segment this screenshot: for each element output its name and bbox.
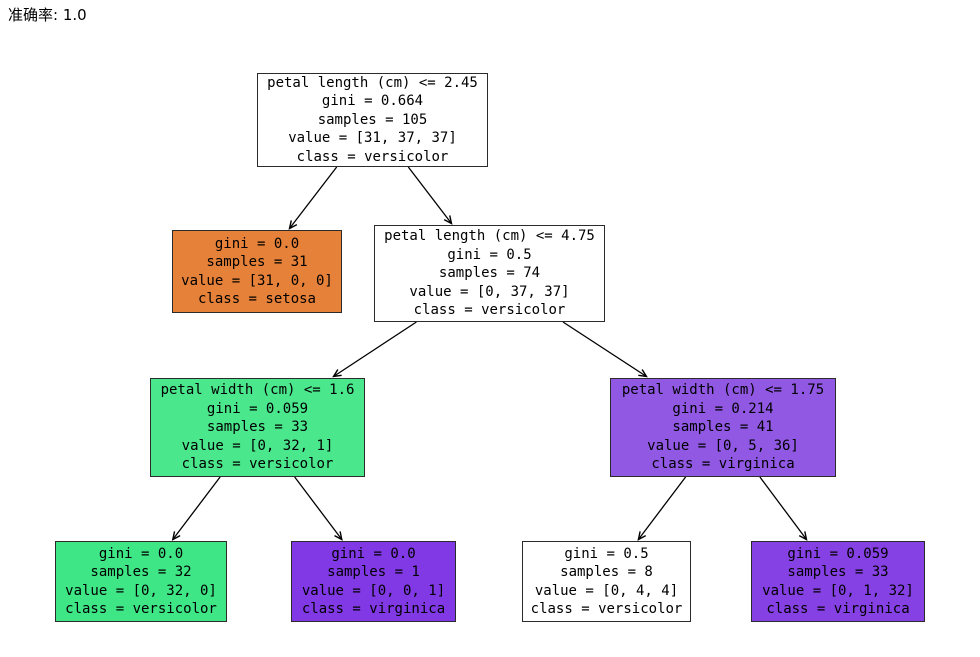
edge-petal-width-16-to-leaf-virginica-single — [294, 476, 343, 541]
tree-node-petal-length-475: petal length (cm) <= 4.75 gini = 0.5 sam… — [374, 225, 605, 322]
node-gini: gini = 0.664 — [321, 93, 424, 110]
node-samples: samples = 32 — [90, 564, 192, 581]
node-samples: samples = 105 — [317, 111, 428, 128]
node-gini: gini = 0.214 — [672, 400, 774, 417]
node-samples: samples = 41 — [672, 419, 774, 436]
node-gini: gini = 0.0 — [98, 545, 184, 562]
node-condition: petal length (cm) <= 4.75 — [384, 228, 595, 245]
node-value: value = [0, 0, 1] — [301, 582, 446, 599]
node-value: value = [31, 37, 37] — [288, 130, 457, 147]
edge-petal-width-16-to-leaf-versicolor — [171, 476, 221, 541]
node-samples: samples = 8 — [560, 564, 653, 581]
node-value: value = [0, 5, 36] — [647, 437, 799, 454]
edge-petal-length-475-to-petal-width-175 — [562, 321, 648, 378]
tree-node-petal-width-16: petal width (cm) <= 1.6 gini = 0.059 sam… — [150, 378, 365, 477]
tree-node-root-petal-length-245: petal length (cm) <= 2.45 gini = 0.664 s… — [257, 73, 488, 167]
node-class: class = versicolor — [181, 456, 334, 473]
node-samples: samples = 31 — [206, 254, 308, 271]
tree-node-petal-width-175: petal width (cm) <= 1.75 gini = 0.214 sa… — [610, 378, 836, 477]
node-value: value = [0, 37, 37] — [409, 283, 570, 300]
node-samples: samples = 74 — [438, 265, 541, 282]
node-gini: gini = 0.5 — [447, 246, 532, 263]
node-condition: petal length (cm) <= 2.45 — [267, 74, 478, 91]
edge-petal-width-175-to-leaf-virginica — [759, 476, 808, 541]
node-gini: gini = 0.0 — [331, 545, 416, 562]
node-gini: gini = 0.059 — [787, 545, 889, 562]
node-class: class = versicolor — [413, 302, 566, 319]
node-class: class = versicolor — [296, 148, 449, 165]
node-value: value = [0, 32, 1] — [181, 437, 334, 454]
node-gini: gini = 0.059 — [206, 400, 309, 417]
node-condition: petal width (cm) <= 1.75 — [621, 382, 825, 399]
tree-leaf-mixed-versicolor: gini = 0.5 samples = 8 value = [0, 4, 4]… — [522, 541, 691, 622]
node-gini: gini = 0.5 — [564, 545, 649, 562]
tree-leaf-virginica: gini = 0.059 samples = 33 value = [0, 1,… — [751, 541, 925, 622]
node-class: class = versicolor — [530, 600, 683, 617]
node-value: value = [0, 4, 4] — [534, 582, 679, 599]
node-class: class = virginica — [766, 600, 910, 617]
node-class: class = virginica — [651, 456, 795, 473]
node-class: class = setosa — [197, 290, 316, 307]
node-samples: samples = 33 — [787, 564, 889, 581]
node-samples: samples = 1 — [327, 564, 420, 581]
node-value: value = [0, 1, 32] — [762, 582, 914, 599]
node-class: class = virginica — [301, 600, 446, 617]
tree-leaf-virginica-single: gini = 0.0 samples = 1 value = [0, 0, 1]… — [291, 541, 456, 622]
node-value: value = [0, 32, 0] — [65, 582, 217, 599]
tree-leaf-setosa: gini = 0.0 samples = 31 value = [31, 0, … — [172, 230, 342, 313]
edge-root-to-setosa — [288, 166, 338, 230]
node-gini: gini = 0.0 — [214, 235, 300, 252]
node-samples: samples = 33 — [206, 419, 309, 436]
node-condition: petal width (cm) <= 1.6 — [160, 382, 355, 399]
edge-petal-width-175-to-leaf-mixed — [637, 476, 687, 541]
tree-leaf-versicolor-pure: gini = 0.0 samples = 32 value = [0, 32, … — [55, 541, 227, 622]
accuracy-label: 准确率: 1.0 — [8, 6, 87, 24]
edge-root-to-petal-length-475 — [407, 166, 453, 225]
edge-petal-length-475-to-petal-width-16 — [332, 321, 417, 378]
node-value: value = [31, 0, 0] — [181, 272, 333, 289]
node-class: class = versicolor — [65, 600, 217, 617]
